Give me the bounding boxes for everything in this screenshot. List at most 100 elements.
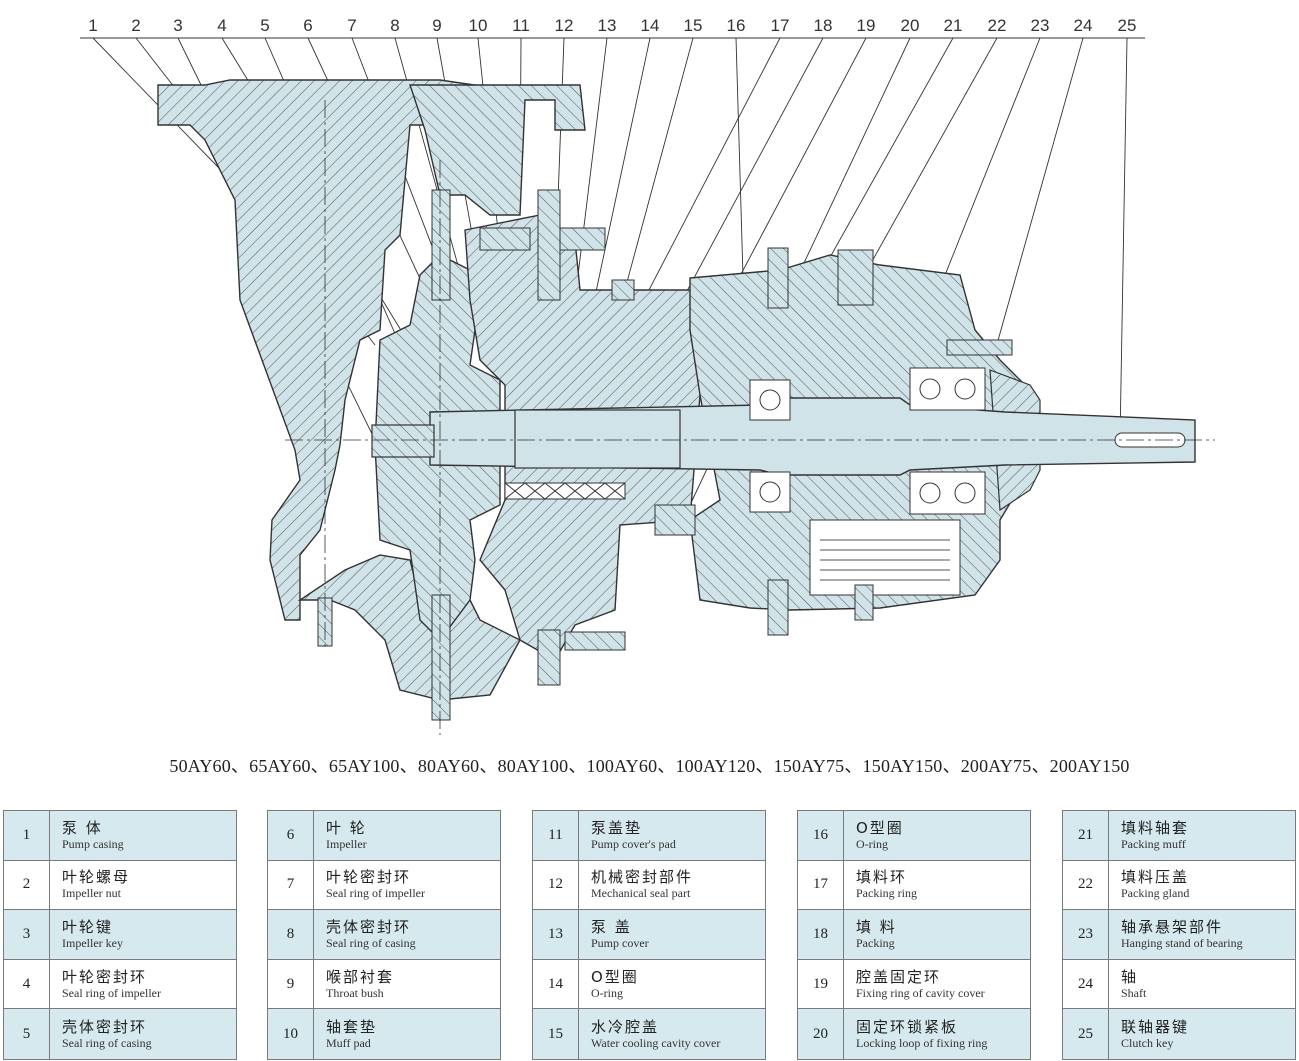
callout-15: 15 xyxy=(684,16,703,35)
callout-12: 12 xyxy=(555,16,574,35)
part-number: 12 xyxy=(533,860,579,910)
part-name-zh: 叶轮螺母 xyxy=(62,868,131,887)
part-name-en: Seal ring of impeller xyxy=(326,886,425,901)
part-number: 22 xyxy=(1063,860,1109,910)
part-name-zh: 固定环锁紧板 xyxy=(856,1017,959,1036)
callout-22: 22 xyxy=(988,16,1007,35)
part-name-zh: O型圈 xyxy=(591,967,639,986)
part-number: 5 xyxy=(4,1009,50,1059)
volute-lower xyxy=(297,554,521,701)
part-name-zh: 轴 xyxy=(1121,967,1139,986)
part-name-zh: 壳体密封环 xyxy=(62,1017,148,1036)
part-number: 18 xyxy=(798,910,844,959)
part-name-zh: 喉部衬套 xyxy=(326,967,395,986)
part-number: 2 xyxy=(4,860,50,910)
part-number: 9 xyxy=(268,959,314,1009)
callout-19: 19 xyxy=(857,16,876,35)
part-name-zh: 叶 轮 xyxy=(326,818,367,837)
part-name-en: Packing muff xyxy=(1121,836,1186,851)
part-name-en: Seal ring of casing xyxy=(62,1035,152,1050)
part-name-en: Pump cover xyxy=(591,935,649,950)
callout-7: 7 xyxy=(347,16,356,35)
part-name-zh: 填料轴套 xyxy=(1121,818,1190,837)
part-name-en: Locking loop of fixing ring xyxy=(856,1035,988,1050)
callout-13: 13 xyxy=(598,16,617,35)
part-name-en: Pump cover's pad xyxy=(591,836,676,851)
part-name-en: Hanging stand of bearing xyxy=(1121,935,1243,950)
leader-13 xyxy=(574,37,608,301)
centerlines xyxy=(285,100,1215,735)
part-name-en: Seal ring of impeller xyxy=(62,985,161,1000)
part-name-en: Packing ring xyxy=(856,886,917,901)
part-number: 6 xyxy=(268,811,314,860)
part-name-zh: 泵盖垫 xyxy=(591,818,643,837)
part-number: 7 xyxy=(268,860,314,910)
part-name-zh: 水冷腔盖 xyxy=(591,1017,660,1036)
callout-1: 1 xyxy=(88,16,97,35)
callout-17: 17 xyxy=(771,16,790,35)
part-number: 13 xyxy=(533,910,579,959)
part-name-en: Muff pad xyxy=(326,1035,371,1050)
callout-4: 4 xyxy=(217,16,226,35)
part-number: 3 xyxy=(4,910,50,959)
part-name-zh: 联轴器键 xyxy=(1121,1017,1190,1036)
part-number: 10 xyxy=(268,1009,314,1059)
part-name-zh: 轴承悬架部件 xyxy=(1121,917,1224,936)
part-number: 20 xyxy=(798,1009,844,1059)
part-number: 19 xyxy=(798,959,844,1009)
part-number: 8 xyxy=(268,910,314,959)
callout-9: 9 xyxy=(432,16,441,35)
part-number: 25 xyxy=(1063,1009,1109,1059)
shaft-sleeve xyxy=(514,409,681,469)
part-name-en: Clutch key xyxy=(1121,1035,1174,1050)
callout-8: 8 xyxy=(390,16,399,35)
callout-24: 24 xyxy=(1074,16,1093,35)
model-list: 50AY60、65AY60、65AY100、80AY60、80AY100、100… xyxy=(169,756,1130,776)
callout-16: 16 xyxy=(727,16,746,35)
oil-level-lines xyxy=(820,539,950,581)
callout-3: 3 xyxy=(173,16,182,35)
callout-23: 23 xyxy=(1031,16,1050,35)
part-number: 4 xyxy=(4,959,50,1009)
leader-14 xyxy=(589,37,651,321)
callout-25: 25 xyxy=(1118,16,1137,35)
callout-10: 10 xyxy=(469,16,488,35)
part-name-en: Impeller xyxy=(326,836,367,851)
part-number: 15 xyxy=(533,1009,579,1059)
part-number: 16 xyxy=(798,811,844,860)
part-name-zh: 腔盖固定环 xyxy=(856,967,942,986)
leader-25 xyxy=(1119,37,1128,441)
part-name-en: Impeller key xyxy=(62,935,123,950)
